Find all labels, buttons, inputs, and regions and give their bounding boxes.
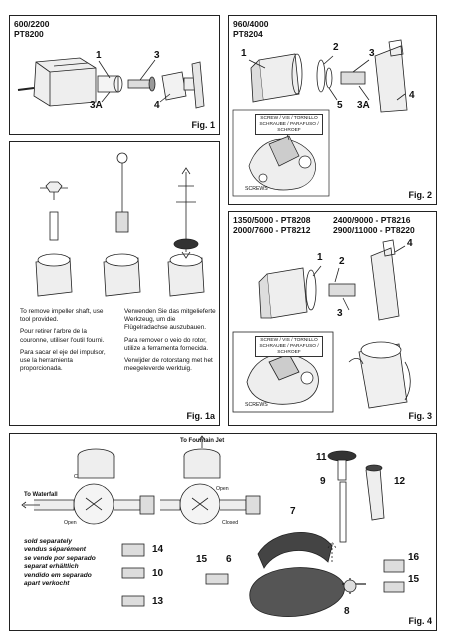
fig1a-text-fr: Pour retirer l'arbre de la couronne, uti… <box>20 328 105 344</box>
fig4-callout-7: 7 <box>290 506 296 517</box>
fig4-callout-16: 16 <box>408 552 420 563</box>
fig4-closed-right: Closed <box>222 520 239 526</box>
fig4-callout-12: 12 <box>394 476 406 487</box>
fig1a-text-left: To remove impeller shaft, use tool provi… <box>20 308 108 377</box>
fig1a-caption: Fig. 1a <box>186 411 215 421</box>
fig4-panel: To Fountain Jet To Waterfall Closed Open… <box>9 433 437 631</box>
fig3-screws-label: SCREWS <box>245 402 268 408</box>
fig1-callout-3: 3 <box>154 50 160 61</box>
fig1a-text-nl: Verwijder de rotorstang met het meegelev… <box>124 357 213 373</box>
fig3-screw-line-2: SCHRAUBE / PARAFUSO / <box>259 343 319 349</box>
fig4-sold-fr: vendus séparément <box>24 546 86 554</box>
fig4-callout-6: 6 <box>226 554 232 565</box>
fig4-callout-15-right: 15 <box>408 574 420 585</box>
fig3-models-left-1: 1350/5000 - PT8208 <box>233 215 311 225</box>
fig2-caption: Fig. 2 <box>408 190 432 200</box>
fig1-model-a: 600/2200 <box>14 19 50 29</box>
fig3-callout-3: 3 <box>337 308 343 319</box>
fig4-sold-nl: apart verkocht <box>24 580 70 588</box>
fig4-sold-pt: vendido em separado <box>24 571 92 579</box>
fig3-callout-4: 4 <box>407 238 413 249</box>
fig4-callout-9: 9 <box>320 476 326 487</box>
fig4-diverter-illustration <box>21 435 405 618</box>
fig3-models-left-2: 2000/7600 - PT8212 <box>233 225 311 235</box>
fig2-panel: 960/4000 PT8204 SCREW / V <box>228 15 437 205</box>
fig2-callout-3a: 3A <box>357 100 370 111</box>
fig1-callout-1: 1 <box>96 50 102 61</box>
fig3-panel: 1350/5000 - PT8208 2000/7600 - PT8212 24… <box>228 211 437 426</box>
fig3-models-right-1: 2400/9000 - PT8216 <box>333 215 411 225</box>
fig2-screw-label: SCREW / VIS / TORNILLO SCHRAUBE / PARAFU… <box>255 114 323 136</box>
fig1-caption: Fig. 1 <box>191 120 215 130</box>
fig4-sold-es: se vende por separado <box>24 554 96 562</box>
fig4-open-right: Open <box>216 486 229 492</box>
fig4-to-waterfall: To Waterfall <box>24 492 58 498</box>
fig1-pump-illustration <box>17 57 205 109</box>
fig1a-text-right: Verwenden Sie das mitgelieferte Werkzeug… <box>124 308 216 377</box>
fig3-screw-line-1: SCREW / VIS / TORNILLO <box>260 338 318 343</box>
fig3-models-right-2: 2900/11000 - PT8220 <box>333 225 415 235</box>
fig2-model-b: PT8204 <box>233 29 263 39</box>
fig1-panel: 600/2200 PT8200 1 3 3A 4 Fig. 1 <box>9 15 220 135</box>
fig2-screw-line-2: SCHRAUBE / PARAFUSO / <box>259 121 319 127</box>
fig4-callout-13: 13 <box>152 596 164 607</box>
fig1a-text-es: Para sacar el eje del impulsor, use la h… <box>20 348 106 373</box>
fig3-callout-2: 2 <box>339 256 345 267</box>
fig4-sold-separately: sold separately vendus séparément se ven… <box>24 538 120 588</box>
fig3-screw-line-3: SCHROEF <box>277 349 301 355</box>
fig2-screw-line-3: SCHROEF <box>277 127 301 133</box>
fig4-sold-de: separat erhältlich <box>24 563 79 571</box>
fig2-callout-1: 1 <box>241 48 247 59</box>
fig4-callout-11: 11 <box>316 452 327 463</box>
fig2-screws-label: SCREWS <box>245 186 268 192</box>
fig1a-text-pt: Para remover o veio do rotor, utilize a … <box>124 336 209 352</box>
fig2-pump-illustration <box>232 39 408 197</box>
fig4-callout-10: 10 <box>152 568 164 579</box>
fig2-screw-line-1: SCREW / VIS / TORNILLO <box>260 116 318 121</box>
fig4-open-left: Open <box>64 520 77 526</box>
fig2-callout-5: 5 <box>337 100 343 111</box>
fig3-caption: Fig. 3 <box>408 411 432 421</box>
fig1a-text-de: Verwenden Sie das mitgelieferte Werkzeug… <box>124 308 216 332</box>
fig1a-text-en: To remove impeller shaft, use tool provi… <box>20 308 104 324</box>
fig2-callout-4: 4 <box>409 90 415 101</box>
fig4-callout-8: 8 <box>344 606 350 617</box>
fig1a-tool-illustration <box>35 152 205 297</box>
fig1a-panel: To remove impeller shaft, use tool provi… <box>9 141 220 426</box>
fig2-callout-3: 3 <box>369 48 375 59</box>
fig4-callout-15-left: 15 <box>196 554 208 565</box>
fig2-callout-2: 2 <box>333 42 339 53</box>
fig3-screw-label: SCREW / VIS / TORNILLO SCHRAUBE / PARAFU… <box>255 336 323 358</box>
fig1-callout-4: 4 <box>154 100 160 111</box>
fig3-callout-1: 1 <box>317 252 323 263</box>
fig4-callout-14: 14 <box>152 544 164 555</box>
fig4-sold-en: sold separately <box>24 538 73 545</box>
fig2-model-a: 960/4000 <box>233 19 269 29</box>
fig1-model-b: PT8200 <box>14 29 44 39</box>
fig1-callout-3a: 3A <box>90 100 103 111</box>
fig4-caption: Fig. 4 <box>408 616 432 626</box>
